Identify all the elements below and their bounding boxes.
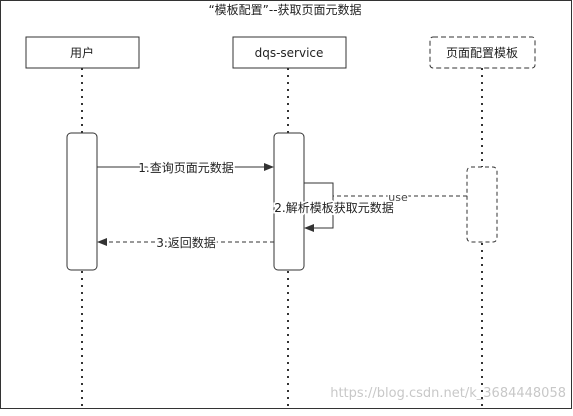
message-return-label: 3.返回数据 (156, 235, 215, 250)
participant-template-label: 页面配置模板 (446, 46, 518, 60)
message-parse-label: 2.解析模板获取元数据 (274, 200, 393, 215)
message-parse-arrow (304, 182, 334, 232)
participant-service-label: dqs-service (255, 46, 324, 60)
activation-template (466, 166, 498, 243)
message-query-label: 1.查询页面元数据 (138, 160, 233, 175)
diagram-title: “模板配置”--获取页面元数据 (208, 2, 361, 17)
participant-template-box (429, 36, 536, 69)
activation-service (273, 132, 305, 271)
activation-user (66, 132, 98, 271)
watermark-text: https://blog.csdn.net/k_3684448058 (330, 386, 566, 401)
participant-user-label: 用户 (70, 45, 94, 60)
participant-service-box (232, 36, 347, 69)
use-dependency-label: use (388, 191, 408, 204)
participant-user-box (25, 36, 140, 69)
